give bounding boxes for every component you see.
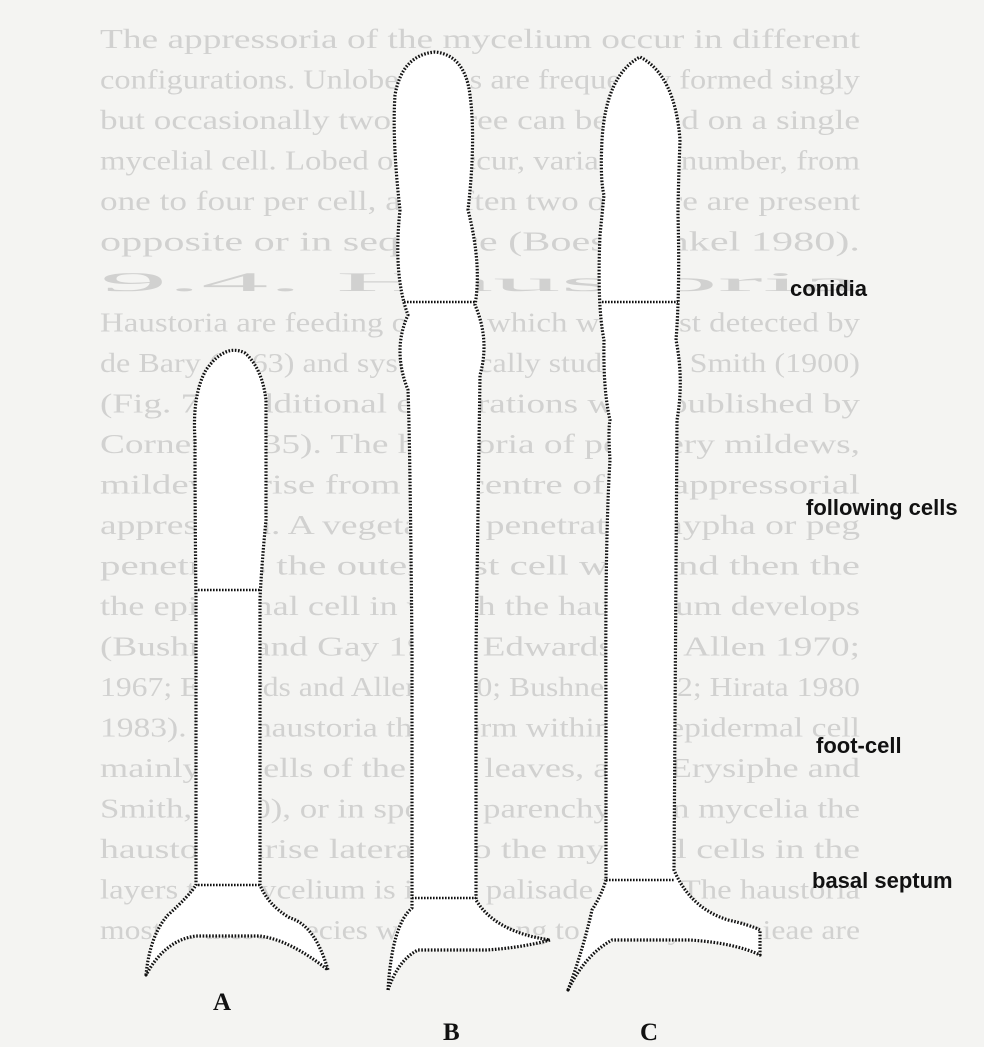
label-following-cells: following cells: [806, 495, 958, 520]
label-foot-cell: foot-cell: [816, 733, 902, 758]
label-conidia: conidia: [790, 276, 868, 301]
bleed-line: opposite or in sequence (Boesewinkel 198…: [100, 227, 860, 257]
bleed-line: mycelial cell. Lobed ones occur, variabl…: [100, 146, 860, 176]
specimen-label-a: A: [213, 989, 231, 1016]
specimen-label-c: C: [640, 1019, 658, 1046]
bleed-line: one to four per cell, and often two or m…: [100, 186, 861, 216]
label-basal-septum: basal septum: [812, 868, 953, 893]
bleed-line: 9.4. Haustoria: [100, 267, 860, 297]
specimen-label-b: B: [443, 1019, 460, 1046]
bleed-line: but occasionally two or three can be fou…: [100, 105, 860, 135]
bleed-line: The appressoria of the mycelium occur in…: [100, 24, 861, 54]
bleed-line: configurations. Unlobed ones are frequen…: [100, 65, 861, 95]
